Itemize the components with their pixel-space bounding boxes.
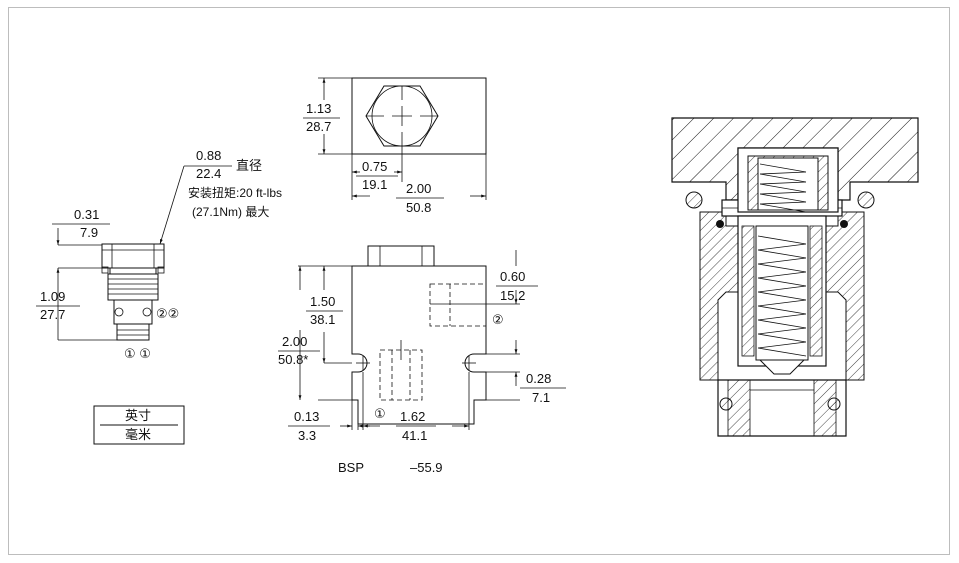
top-offset-in: 0.75 [362,159,387,174]
hex-width-in: 0.88 [196,148,221,163]
seal-icon [840,220,848,228]
o-ring-icon [857,191,875,209]
top-offset-mm: 19.1 [362,177,387,192]
front-total-mm: 50.8* [278,352,308,367]
top-width-in: 2.00 [406,181,431,196]
o-ring-icon [685,191,703,209]
upper-spring [759,163,807,213]
cartridge-thread [107,273,159,301]
cross-section-view [671,117,919,437]
cartridge-hex [101,243,165,269]
thread-type: BSP [338,460,364,475]
cartridge-port1-label: ① ① [124,346,151,361]
o-ring-icon [827,397,841,411]
top-width-mm: 50.8 [406,200,431,215]
torque-line1: 安装扭矩:20 ft-lbs [188,185,282,200]
front-view-hex [367,245,435,267]
torque-line2: (27.1Nm) 最大 [192,205,269,219]
top-height-in: 1.13 [306,101,331,116]
front-mount-in: 0.28 [526,371,551,386]
units-inch: 英寸 [125,408,151,423]
hex-height-mm: 7.9 [80,225,98,240]
housing-right [825,211,865,381]
front-port1-label: ① [374,406,386,421]
o-ring-icon [719,397,733,411]
front-view: 1.50 38.1 2.00 50.8* 0.60 15.2 ② 0.28 7.… [278,245,566,443]
front-port2-label: ② [492,312,504,327]
cartridge-port2-label: ②② [156,306,179,321]
units-legend: 英寸 毫米 [93,405,185,445]
front-edge-in: 0.13 [294,409,319,424]
front-upper-in: 1.50 [310,294,335,309]
hex-height-in: 0.31 [74,207,99,222]
housing-left [699,211,739,381]
cartridge-view: 0.31 7.9 1.09 27.7 0.88 22.4 直径 安装扭矩:20 … [36,148,282,361]
nose-wall-left [727,379,751,437]
top-view-block [351,77,487,155]
front-spacing-mm: 41.1 [402,428,427,443]
port2-bore [429,283,487,327]
top-height-mm: 28.7 [306,119,331,134]
front-total-in: 2.00 [282,334,307,349]
body-length-mm: 27.7 [40,307,65,322]
hex-width-suffix: 直径 [236,158,262,173]
units-mm: 毫米 [125,427,151,442]
front-view-block [351,265,487,425]
front-port2-in: 0.60 [500,269,525,284]
part-suffix: –55.9 [410,460,443,475]
front-mount-mm: 7.1 [532,390,550,405]
body-length-in: 1.09 [40,289,65,304]
cartridge-nose [116,323,150,341]
seal-icon [716,220,724,228]
front-edge-mm: 3.3 [298,428,316,443]
front-spacing-in: 1.62 [400,409,425,424]
front-port2-mm: 15.2 [500,288,525,303]
main-spring [757,235,807,357]
top-view: 1.13 28.7 0.75 19.1 2.00 50.8 [303,77,487,215]
drawing-frame [8,7,950,555]
hex-width-mm: 22.4 [196,166,221,181]
front-upper-mm: 38.1 [310,312,335,327]
